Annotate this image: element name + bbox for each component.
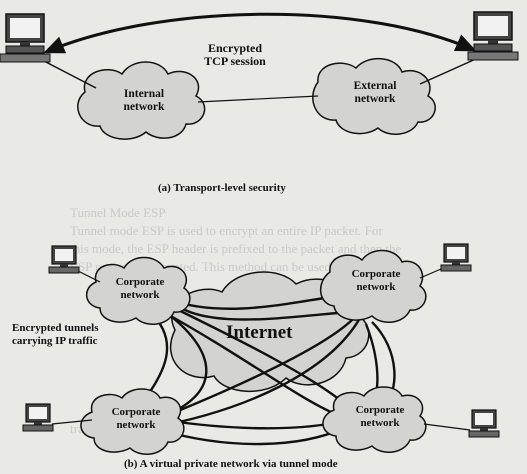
corporate-link-line xyxy=(51,419,93,425)
corporate-network-label: Corporate network xyxy=(111,406,161,431)
corporate-network-cloud-top-right xyxy=(320,249,427,323)
external-network-cloud xyxy=(312,58,436,135)
internal-network-cloud xyxy=(77,61,206,140)
inter-network-line xyxy=(197,95,319,103)
bg-text-line: Tunnel mode ESP is used to encrypt an en… xyxy=(70,223,383,238)
corporate-network-cloud-top-left xyxy=(86,256,191,325)
corporate-network-label: Corporate network xyxy=(355,404,405,429)
tunnel-line xyxy=(149,317,362,430)
tunnel-line xyxy=(159,426,345,446)
tunnel-line xyxy=(159,308,341,418)
desktop-computer-icon xyxy=(22,403,54,432)
corporate-network-label: Corporate network xyxy=(351,268,401,293)
desktop-computer-icon xyxy=(48,245,80,274)
tunnel-line xyxy=(163,418,349,430)
corporate-network-cloud-bottom-right xyxy=(322,386,427,453)
tunnel-line xyxy=(155,319,353,422)
desktop-computer-icon xyxy=(440,243,472,272)
desktop-computer-icon xyxy=(468,409,500,438)
external-network-label: External network xyxy=(353,80,397,105)
internet-label: Internet xyxy=(226,322,293,343)
tunnel-label: Encrypted tunnels carrying IP traffic xyxy=(12,322,99,347)
desktop-computer-icon xyxy=(0,13,51,63)
encrypted-session-label: Encrypted TCP session xyxy=(204,41,266,68)
corporate-network-cloud-bottom-left xyxy=(80,388,185,455)
bg-text-line: this mode, the ESP header is prefixed to… xyxy=(70,241,402,256)
corporate-link-line xyxy=(423,423,471,431)
bg-text-line: Tunnel Mode ESP xyxy=(70,205,166,220)
caption-b: (b) A virtual private network via tunnel… xyxy=(124,458,338,470)
desktop-computer-icon xyxy=(467,11,519,61)
external-link-line xyxy=(419,57,479,85)
internal-link-line xyxy=(41,59,97,89)
caption-a: (a) Transport-level security xyxy=(158,182,286,194)
internal-network-label: Internal network xyxy=(123,88,165,113)
encrypted-session-arrow xyxy=(43,12,477,54)
corporate-network-label: Corporate network xyxy=(115,276,165,301)
